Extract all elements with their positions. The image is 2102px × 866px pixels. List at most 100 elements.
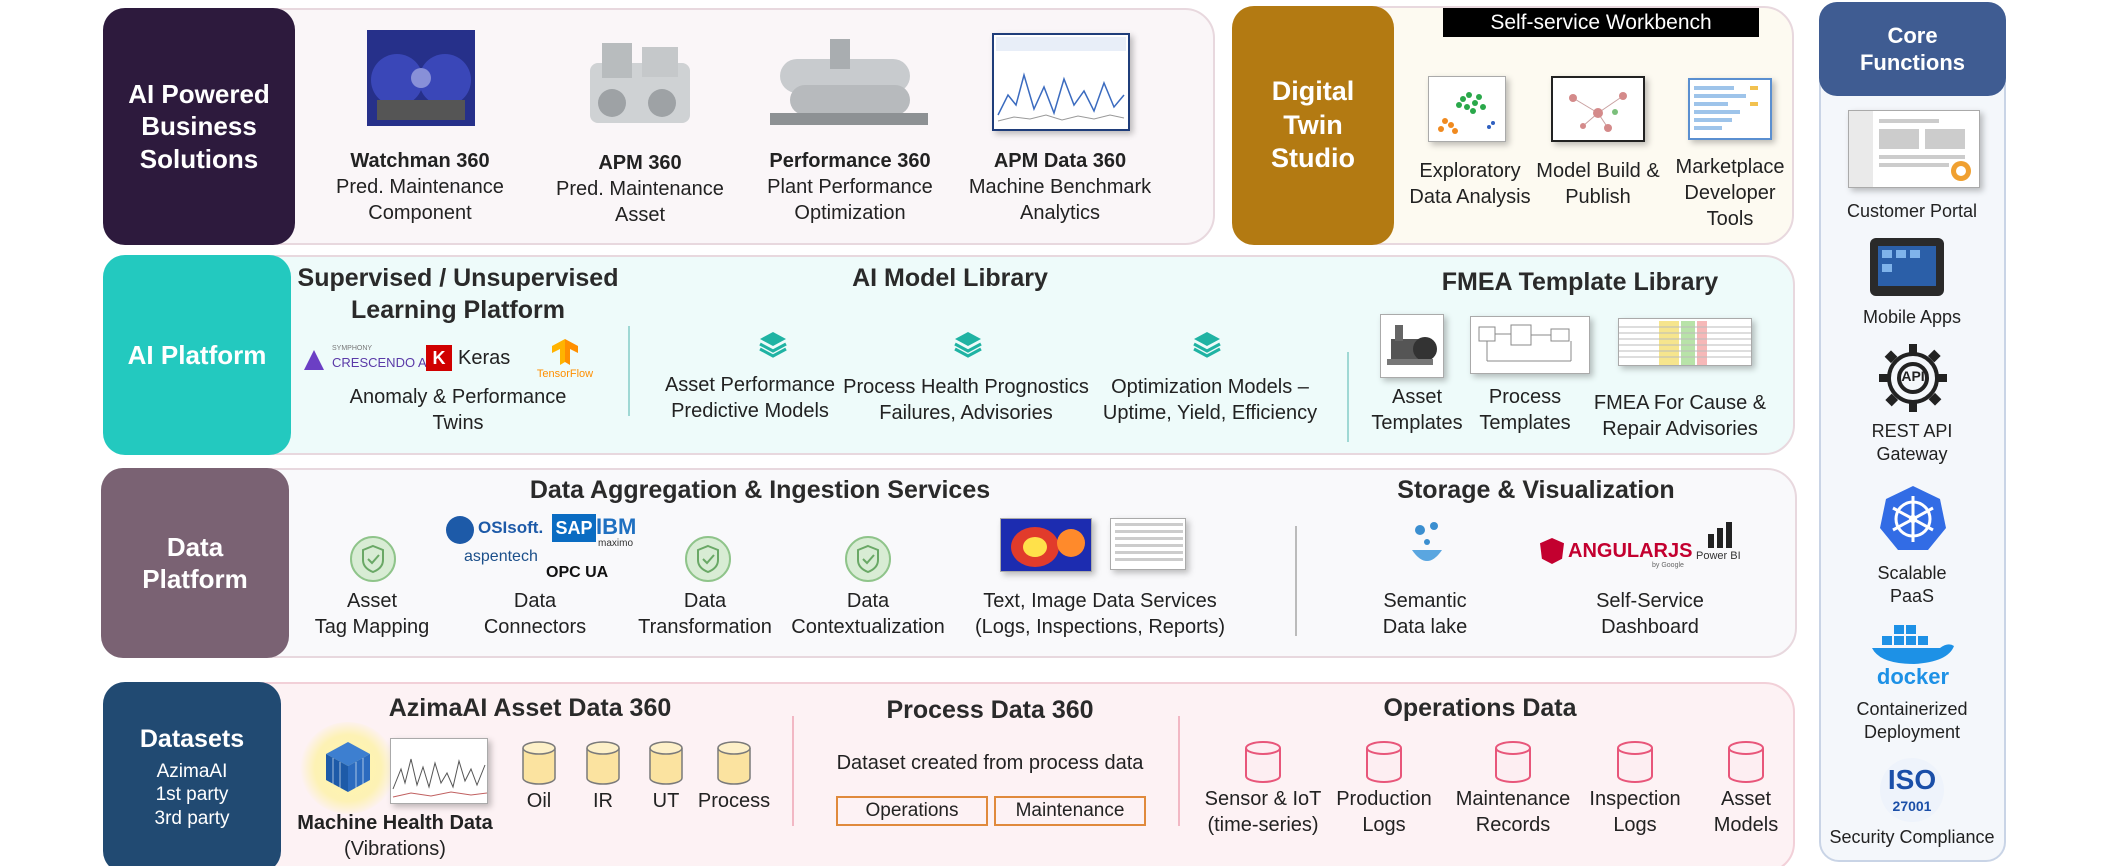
tensorflow-logo: TensorFlow xyxy=(528,337,602,381)
rest-api-label: REST API Gateway xyxy=(1822,420,2002,467)
item-line: Failures, Advisories xyxy=(879,402,1053,424)
apmdata360-caption: APM Data 360 Machine Benchmark Analytics xyxy=(955,148,1165,226)
portal-screenshot-icon xyxy=(1848,110,1980,188)
product-line: Plant Performance xyxy=(767,176,933,198)
maintenance-db-icon xyxy=(1495,741,1531,783)
crescendo-logo: SYMPHONY CRESCENDO AI xyxy=(302,345,430,375)
keras-icon: K xyxy=(426,345,452,371)
angularjs-logo: ANGULARJS xyxy=(1568,540,1693,562)
anomaly-caption: Anomaly & Performance Twins xyxy=(318,384,598,436)
logo-subtitle: SYMPHONY xyxy=(332,345,373,352)
item-line: Developer xyxy=(1684,182,1776,204)
production-db-icon xyxy=(1366,741,1402,783)
self-service-dashboard-caption: Self-Service Dashboard xyxy=(1560,588,1740,640)
angular-icon xyxy=(1540,538,1564,564)
security-compliance-label: Security Compliance xyxy=(1817,826,2007,849)
item-line: Sensor & IoT xyxy=(1204,788,1322,810)
fmea-title: FMEA Template Library xyxy=(1441,268,1719,296)
machine-health-caption: Machine Health Data (Vibrations) xyxy=(290,810,500,862)
scalable-paas-label: Scalable PaaS xyxy=(1822,562,2002,609)
supervised-title: Supervised / Unsupervised Learning Platf… xyxy=(288,262,628,326)
product-line: Pred. Maintenance xyxy=(556,178,724,200)
ibm-logo: IBM xyxy=(596,514,637,539)
item-line: FMEA For Cause & xyxy=(1593,392,1767,414)
label-line: Platform xyxy=(142,564,248,594)
product-line: Analytics xyxy=(1019,202,1101,224)
powerbi-icon xyxy=(1708,522,1732,548)
machine-health-cube-icon xyxy=(300,722,396,814)
item-line: Dashboard xyxy=(1601,616,1699,638)
label-sub-line: 3rd party xyxy=(154,808,230,829)
process-health-caption: Process Health Prognostics Failures, Adv… xyxy=(836,374,1096,426)
item-line: Deployment xyxy=(1863,722,1961,743)
marketplace-caption: Marketplace Developer Tools xyxy=(1660,154,1800,232)
item-line: Publish xyxy=(1565,186,1631,208)
pump-icon xyxy=(1380,314,1444,378)
benchmark-chart-screenshot-icon xyxy=(992,33,1130,131)
product-title: Watchman 360 xyxy=(350,150,490,172)
tablet-icon xyxy=(1870,238,1944,296)
ir-label: IR xyxy=(593,790,613,812)
layers-icon xyxy=(954,332,982,358)
label-line: Twin xyxy=(1283,109,1343,140)
workbench-title: Self-service Workbench xyxy=(1443,8,1759,37)
item-line: (time-series) xyxy=(1207,814,1319,836)
data-connectors-caption: Data Connectors xyxy=(470,588,600,640)
thermal-image-icon xyxy=(1000,518,1092,572)
item-line: Machine Health Data xyxy=(297,812,493,834)
label-line: Digital xyxy=(1271,75,1355,106)
item-line: Data lake xyxy=(1382,616,1468,638)
operations-button[interactable]: Operations xyxy=(836,796,988,826)
business-solutions-label: AI Powered Business Solutions xyxy=(103,8,295,245)
product-line: Component xyxy=(368,202,472,224)
asset-templates-caption: Asset Templates xyxy=(1362,384,1472,436)
item-line: Transformation xyxy=(638,616,772,638)
item-line: Connectors xyxy=(483,616,587,638)
product-title: APM Data 360 xyxy=(993,150,1127,172)
product-title: Performance 360 xyxy=(769,150,931,172)
inspection-logs-caption: Inspection Logs xyxy=(1575,786,1695,838)
operations-data-title: Operations Data xyxy=(1383,694,1577,722)
sap-logo: SAP xyxy=(552,514,596,542)
docker-icon: docker xyxy=(1868,622,1958,690)
item-line: Twins xyxy=(432,412,484,434)
label-line: Business xyxy=(141,111,257,142)
item-line: REST API xyxy=(1871,421,1953,441)
item-line: Templates xyxy=(1479,412,1571,434)
scatter-cluster-icon xyxy=(1428,76,1506,142)
data-platform-label: Data Platform xyxy=(101,468,289,658)
item-line: Security Compliance xyxy=(1829,827,1995,847)
label-sub-line: AzimaAI xyxy=(156,760,228,782)
process-data-title: Process Data 360 xyxy=(886,696,1094,724)
process-subtitle: Dataset created from process data xyxy=(836,752,1144,774)
shield-check-icon xyxy=(845,536,891,582)
maximo-logo: maximo xyxy=(598,538,634,549)
item-line: Asset xyxy=(1720,788,1772,810)
storage-title: Storage & Visualization xyxy=(1397,476,1675,504)
label-sub-line: 1st party xyxy=(155,784,229,806)
api-glyph: API xyxy=(1901,368,1925,384)
process-diagram-icon xyxy=(1470,316,1590,374)
item-line: Contextualization xyxy=(791,616,945,638)
optimization-caption: Optimization Models – Uptime, Yield, Eff… xyxy=(1080,374,1340,426)
ut-label: UT xyxy=(652,790,680,812)
label-line: Solutions xyxy=(139,143,259,174)
motor-photo-icon xyxy=(367,30,475,126)
divider-storage xyxy=(1295,526,1297,636)
ut-cylinder-icon xyxy=(649,741,683,785)
item-line: (Logs, Inspections, Reports) xyxy=(974,616,1226,638)
compressor-photo-icon xyxy=(582,33,698,137)
item-line: Records xyxy=(1475,814,1551,836)
item-line: Customer Portal xyxy=(1846,201,1978,221)
maintenance-button[interactable]: Maintenance xyxy=(994,796,1146,826)
divider-left xyxy=(628,326,630,416)
asset-models-db-icon xyxy=(1728,741,1764,783)
divider-right xyxy=(1347,352,1349,442)
item-line: Scalable xyxy=(1877,563,1947,583)
item-line: Text, Image Data Services xyxy=(983,590,1217,612)
label-line: Core xyxy=(1887,22,1938,48)
item-line: Uptime, Yield, Efficiency xyxy=(1102,402,1318,424)
shield-check-icon xyxy=(685,536,731,582)
item-line: Semantic xyxy=(1383,590,1467,612)
divider-ops xyxy=(1178,716,1180,826)
